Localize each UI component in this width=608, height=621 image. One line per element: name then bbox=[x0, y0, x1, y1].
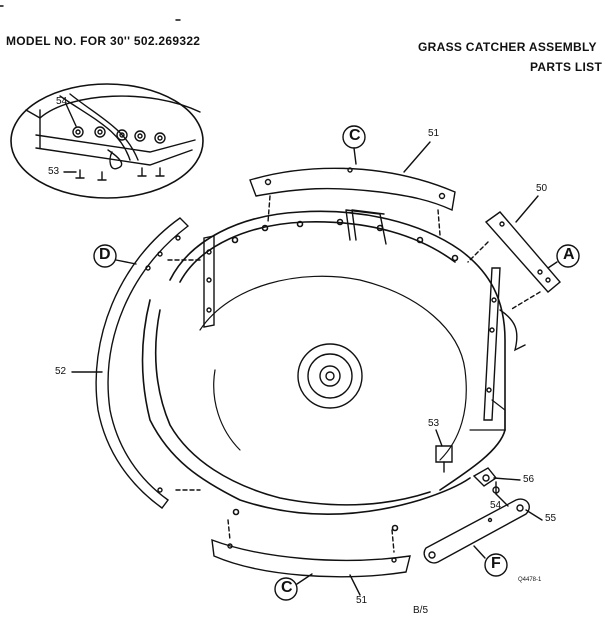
callout-f-ring bbox=[484, 553, 508, 577]
part-number-51-top: 51 bbox=[428, 128, 440, 139]
part-number-53-main: 53 bbox=[428, 418, 440, 429]
left-strip-52 bbox=[95, 217, 201, 509]
callout-d-ring bbox=[93, 244, 117, 268]
bottom-strip-51 bbox=[211, 519, 411, 578]
callout-c-bottom: C bbox=[281, 579, 293, 596]
model-number-label: MODEL NO. FOR 30'' 502.269322 bbox=[6, 34, 201, 48]
callout-a: A bbox=[563, 246, 575, 263]
part-number-55: 55 bbox=[545, 513, 557, 524]
assembly-title: GRASS CATCHER ASSEMBLY bbox=[418, 40, 597, 54]
part-number-54-main: 54 bbox=[490, 500, 502, 511]
center-hub bbox=[297, 343, 363, 409]
callout-c-top: C bbox=[349, 127, 361, 144]
drawing-code: Q4478-1 bbox=[518, 577, 542, 583]
right-strap bbox=[483, 267, 526, 421]
part-number-50: 50 bbox=[536, 183, 548, 194]
part-number-52: 52 bbox=[55, 366, 67, 377]
part-number-51-bottom: 51 bbox=[356, 595, 368, 606]
callout-f: F bbox=[491, 555, 501, 572]
callout-c-bottom-ring bbox=[274, 577, 298, 601]
part-number-54-inset: 54 bbox=[56, 96, 68, 107]
bracket-55 bbox=[423, 498, 530, 564]
handle-bracket bbox=[345, 209, 387, 245]
housing-body bbox=[141, 210, 506, 532]
right-bracket-50 bbox=[467, 211, 561, 311]
parts-list-title: PARTS LIST bbox=[530, 60, 603, 74]
top-strip-51 bbox=[249, 167, 456, 236]
left-strap bbox=[203, 235, 215, 328]
page-number: B/5 bbox=[413, 605, 429, 616]
inset-detail bbox=[10, 83, 204, 199]
bolt-56 bbox=[472, 467, 500, 495]
part-number-53-inset: 53 bbox=[48, 166, 60, 177]
callout-a-ring bbox=[556, 244, 580, 268]
part-number-56: 56 bbox=[523, 474, 535, 485]
bolt-53 bbox=[435, 445, 453, 473]
callout-d: D bbox=[99, 246, 111, 263]
